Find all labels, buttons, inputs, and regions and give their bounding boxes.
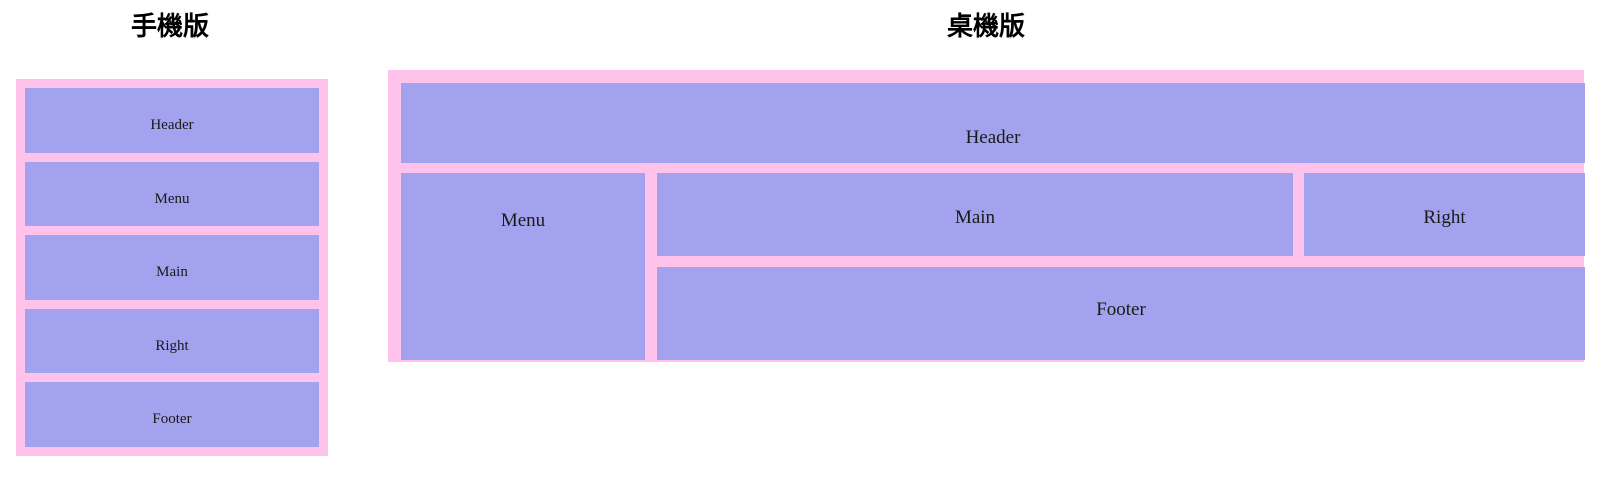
desktop-layout-title: 桌機版 xyxy=(946,11,1025,41)
mobile-cell-header: Header xyxy=(25,88,319,153)
mobile-cell-right: Right xyxy=(25,308,319,374)
desktop-cell-right: Right xyxy=(1304,173,1585,256)
desktop-cell-footer: Footer xyxy=(657,267,1585,360)
mobile-cell-footer: Footer xyxy=(25,382,319,447)
mobile-layout-title: 手機版 xyxy=(130,11,209,41)
desktop-layout-diagram: Header Menu Main Right Footer xyxy=(388,70,1585,362)
desktop-cell-main: Main xyxy=(657,173,1293,256)
mobile-cell-main: Main xyxy=(25,235,319,300)
desktop-cell-menu: Menu xyxy=(401,173,645,360)
mobile-layout-diagram: Header Menu Main Right Footer xyxy=(16,79,328,456)
desktop-cell-header: Header xyxy=(401,83,1585,163)
mobile-cell-menu: Menu xyxy=(25,161,319,227)
